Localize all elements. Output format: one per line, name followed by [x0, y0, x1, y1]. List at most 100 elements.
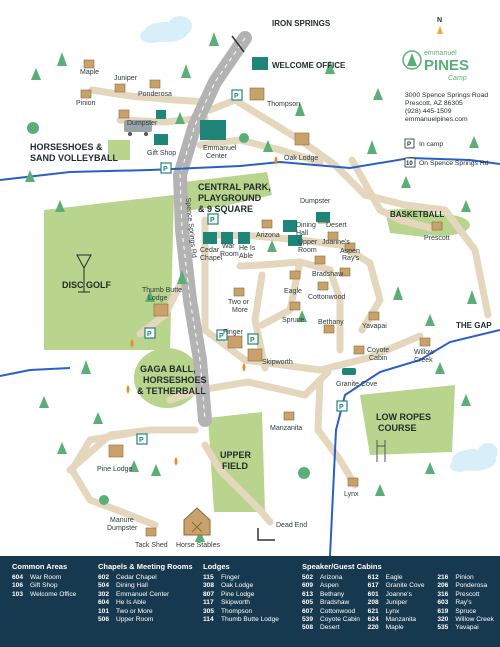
entry-number: 539 — [302, 616, 314, 624]
creek-lines — [0, 156, 500, 556]
coyote-cabin-label-2: Cabin — [369, 355, 387, 362]
thumb-butte-label-1: Thumb Butte — [142, 287, 182, 294]
directory-entry: 508 Desert — [302, 624, 364, 632]
maple-label: Maple — [80, 69, 99, 76]
entry-name: Emmanuel Center — [116, 590, 170, 598]
entry-name: Maple — [385, 624, 404, 632]
entry-number: 619 — [437, 607, 449, 615]
entry-number: 502 — [302, 574, 314, 581]
entry-name: Two or More — [116, 607, 153, 615]
entry-number: 305 — [203, 607, 215, 615]
juniper-label: Juniper — [114, 75, 138, 82]
entry-number: 506 — [98, 616, 110, 624]
field-areas — [44, 140, 470, 512]
entry-number: 316 — [437, 590, 449, 598]
directory-entry: 308 Oak Lodge — [203, 582, 295, 590]
entry-name: Desert — [320, 624, 340, 632]
directory-entry: 302 Emmanuel Center — [98, 591, 198, 599]
entry-number: 609 — [302, 582, 314, 590]
dead-end-label: Dead End — [276, 522, 307, 529]
manzanita-label: Manzanita — [270, 425, 302, 432]
bradshaw-label: Bradshaw — [312, 271, 344, 278]
entry-name: Aspen — [320, 582, 339, 590]
entry-name: War Room — [30, 574, 62, 581]
directory-entry: 609 Aspen — [302, 582, 364, 590]
address-city: Prescott, AZ 86305 — [405, 100, 463, 107]
willow-creek-label-2: Creek — [414, 357, 433, 364]
entry-name: Finger — [221, 574, 240, 581]
granite-cove-label: Granite Cove — [336, 381, 377, 388]
entry-name: Thumb Butte Lodge — [221, 616, 279, 624]
logo-tree-icon — [407, 53, 417, 66]
address-street: 3000 Spence Springs Road — [405, 92, 488, 99]
entry-number: 101 — [98, 607, 110, 615]
entry-name: Eagle — [385, 574, 403, 581]
entry-name: Thompson — [221, 607, 253, 615]
entry-name: Joanne's — [385, 590, 412, 598]
directory-entry: 305 Thompson — [203, 608, 295, 616]
svg-text:P: P — [139, 437, 144, 444]
cedar-chapel-label-2: Chapel — [200, 255, 223, 262]
desert-label: Desert — [326, 222, 347, 229]
svg-text:P: P — [234, 93, 239, 100]
low-ropes-label-1: LOW ROPES — [376, 412, 431, 422]
entry-name: Spruce — [455, 607, 477, 615]
pine-lodge-label: Pine Lodge — [97, 466, 133, 473]
entry-name: Pinion — [455, 574, 474, 581]
svg-text:P: P — [147, 331, 152, 338]
brand-name-sub: Camp — [448, 75, 467, 82]
map-legend: P In camp 10 On Spence Springs Rd — [404, 138, 489, 168]
entry-name: Welcome Office — [30, 590, 77, 598]
compass-arrow-icon — [437, 26, 443, 34]
joannes-label: Joanne's — [322, 239, 350, 246]
dining-hall-label-1: Dining — [296, 222, 316, 229]
misc-icons — [76, 120, 386, 536]
upper-field-label-2: FIELD — [222, 461, 248, 471]
he-is-able-label-2: Able — [239, 253, 253, 260]
low-ropes-label-2: COURSE — [378, 423, 417, 433]
entry-number: 208 — [367, 599, 379, 607]
gift-shop-label: Gift Shop — [147, 150, 176, 157]
legend-in-camp-label: In camp — [419, 141, 443, 148]
gaga-label-1: GAGA BALL, — [140, 364, 196, 374]
entry-number: 603 — [437, 599, 449, 607]
entry-number: 807 — [203, 590, 215, 598]
entry-name: Willow Creek — [455, 616, 494, 624]
entry-number: 508 — [302, 624, 314, 632]
entry-number: 308 — [203, 582, 215, 590]
dead-end-line — [257, 528, 275, 541]
iron-springs-label: IRON SPRINGS — [272, 19, 331, 28]
entry-name: Oak Lodge — [221, 582, 254, 590]
entry-number: 302 — [98, 590, 110, 598]
yavapai-label: Yavapai — [362, 323, 387, 330]
brand-logo: emmanuel PINES Camp — [402, 50, 469, 82]
upper-field-label-1: UPPER — [220, 450, 252, 460]
lynx-label: Lynx — [344, 491, 359, 498]
entry-number: 605 — [302, 599, 314, 607]
entry-name: Bethany — [320, 590, 345, 598]
dumpster-label-central: Dumpster — [300, 198, 331, 205]
entry-name: Yavapai — [455, 624, 479, 632]
entry-name: Granite Cove — [385, 582, 425, 590]
compass: N — [437, 17, 443, 34]
horseshoes-label-1: HORSESHOES & — [30, 142, 103, 152]
entry-name: Skipworth — [221, 599, 250, 607]
finger-label: Finger — [223, 329, 244, 336]
